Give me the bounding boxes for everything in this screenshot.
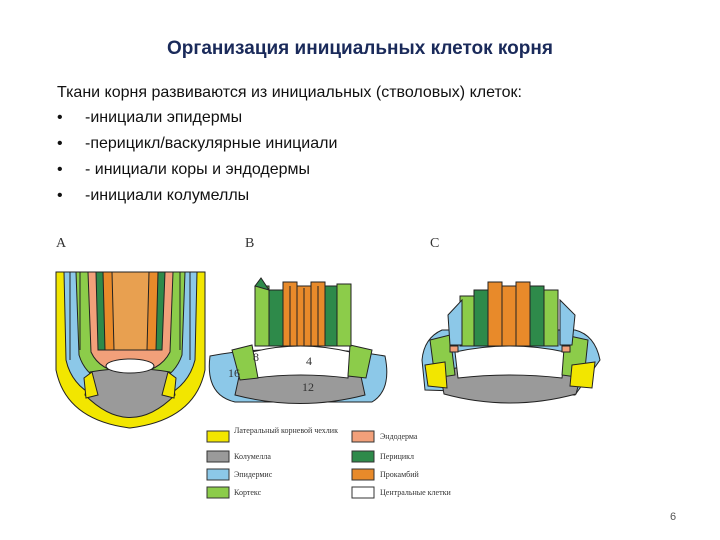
legend-swatch-columella <box>207 451 229 462</box>
page-number: 6 <box>670 511 676 523</box>
legend-swatch-procambium <box>352 469 374 480</box>
panel-c-root <box>422 282 600 403</box>
cell-number-16: 16 <box>228 366 240 381</box>
legend-label-pericycle: Перицикл <box>380 452 414 461</box>
panel-a-root <box>56 272 205 428</box>
legend-label-cortex: Кортекс <box>234 488 261 497</box>
legend-label-endodermis: Эндодерма <box>380 432 417 441</box>
legend-label-central-cells: Центральные клетки <box>380 488 451 497</box>
cell-number-12: 12 <box>302 380 314 395</box>
legend-swatch-endodermis <box>352 431 374 442</box>
legend-label-procambium: Прокамбий <box>380 470 419 479</box>
legend-label-columella: Колумелла <box>234 452 271 461</box>
cell-number-8: 8 <box>253 350 259 365</box>
cell-number-4: 4 <box>306 354 312 369</box>
legend-swatch-lateral-cap <box>207 431 229 442</box>
legend-swatches <box>207 431 374 498</box>
legend-swatch-pericycle <box>352 451 374 462</box>
legend-swatch-central-cells <box>352 487 374 498</box>
legend-label-epidermis: Эпидермис <box>234 470 272 479</box>
legend-swatch-epidermis <box>207 469 229 480</box>
legend-label-lateral-cap: Латеральный корневой чехлик <box>234 426 344 435</box>
legend-swatch-cortex <box>207 487 229 498</box>
panel-b-root <box>209 278 387 404</box>
